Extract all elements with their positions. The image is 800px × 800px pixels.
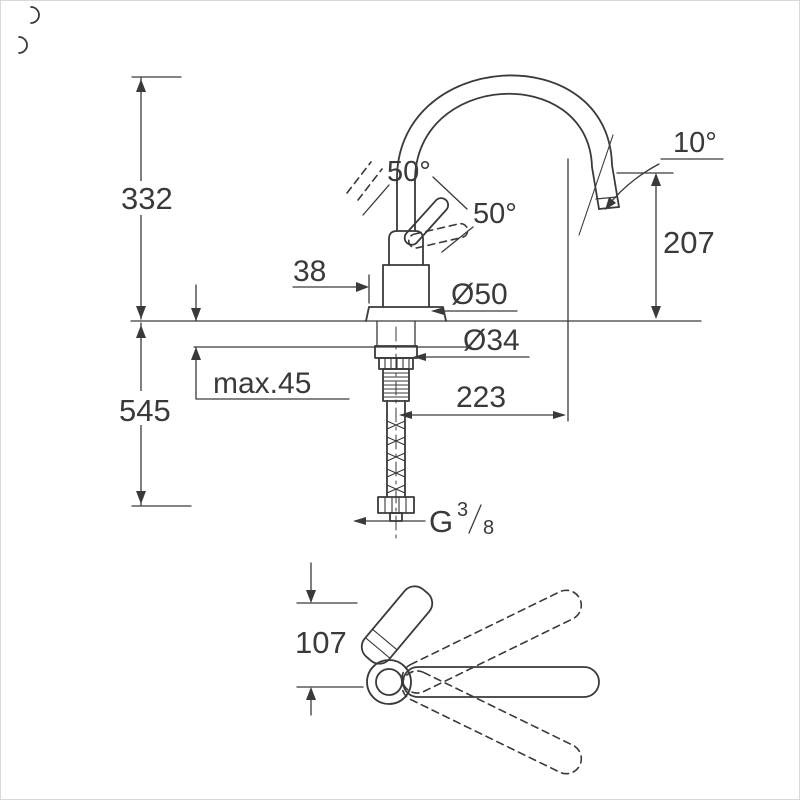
handle-top-view-swing-down xyxy=(401,670,583,775)
counter-hole-edges xyxy=(376,320,416,347)
arrow-max45-down xyxy=(191,308,201,321)
dim-223-line xyxy=(400,158,569,422)
threaded-shank xyxy=(382,368,410,402)
handle-top-view-swing-up xyxy=(401,589,583,694)
label-207: 207 xyxy=(663,225,715,260)
body-top-view-inner xyxy=(375,668,403,696)
corner-artifact-2 xyxy=(18,36,28,54)
spout-tip-end xyxy=(598,206,620,210)
label-50-right: 50° xyxy=(473,198,517,230)
label-thread-numerator: 3 xyxy=(457,499,468,521)
hose-end-fitting xyxy=(377,496,415,514)
arrow-38 xyxy=(356,282,369,292)
arrow-thread xyxy=(353,517,366,525)
dim-107-line xyxy=(296,562,364,716)
angle-10-reference-line xyxy=(578,134,614,236)
arrow-545-bottom xyxy=(136,491,146,504)
handle-top-view-solid xyxy=(402,666,600,698)
nut-knurl xyxy=(384,357,410,370)
angle-50-leaders xyxy=(362,176,474,253)
corner-artifact-1 xyxy=(30,6,40,24)
label-max45: max.45 xyxy=(213,367,311,400)
arrow-dia34 xyxy=(413,353,426,361)
arrow-545-top xyxy=(136,325,146,338)
label-10deg: 10° xyxy=(673,127,717,159)
arrowheads xyxy=(136,79,661,700)
mask-332 xyxy=(115,181,177,215)
label-38: 38 xyxy=(293,255,326,288)
label-545: 545 xyxy=(119,393,171,428)
thread-fraction-slash xyxy=(468,504,482,534)
fitting-knurl xyxy=(384,496,407,514)
mask-545 xyxy=(113,391,175,425)
arrow-223-left xyxy=(399,411,412,419)
aerator-line xyxy=(595,196,618,200)
faucet-body xyxy=(382,264,430,308)
lever-alt-position-dashes xyxy=(346,161,383,201)
label-dia34: Ø34 xyxy=(463,324,520,357)
spout-outer-curve xyxy=(396,74,620,208)
arrow-angle10 xyxy=(605,197,616,210)
label-223: 223 xyxy=(456,381,506,414)
label-50-left: 50° xyxy=(387,156,431,188)
arrow-dia50 xyxy=(431,307,444,315)
arrow-223-right xyxy=(553,411,566,419)
spout-inner-curve xyxy=(414,93,600,210)
arrow-107-up xyxy=(306,687,316,700)
label-thread-denominator: 8 xyxy=(483,517,494,539)
lever-handle-solid xyxy=(403,197,450,246)
label-107: 107 xyxy=(295,625,347,660)
arrow-332-bottom xyxy=(136,306,146,319)
arrow-332-top xyxy=(136,79,146,92)
lever-handle-dashed xyxy=(407,222,469,249)
label-thread-prefix: G xyxy=(429,504,453,539)
dimension-labels: 332 545 max.45 38 50° 50° 10° 207 Ø50 Ø3… xyxy=(119,127,717,660)
mounting-nut xyxy=(378,357,414,370)
arrow-207-top xyxy=(651,173,661,186)
label-332: 332 xyxy=(121,181,173,216)
body-top-view-outer xyxy=(366,659,412,705)
arrow-207-bottom xyxy=(651,306,661,319)
hose-neck xyxy=(386,400,406,416)
spout-top-view xyxy=(360,585,434,665)
base-escutcheon xyxy=(365,306,447,322)
arrow-107-down xyxy=(306,590,316,603)
arrow-max45-up xyxy=(191,347,201,360)
label-dia50: Ø50 xyxy=(451,278,508,311)
dim-38-line xyxy=(292,274,370,304)
spout-pipe xyxy=(396,182,416,232)
